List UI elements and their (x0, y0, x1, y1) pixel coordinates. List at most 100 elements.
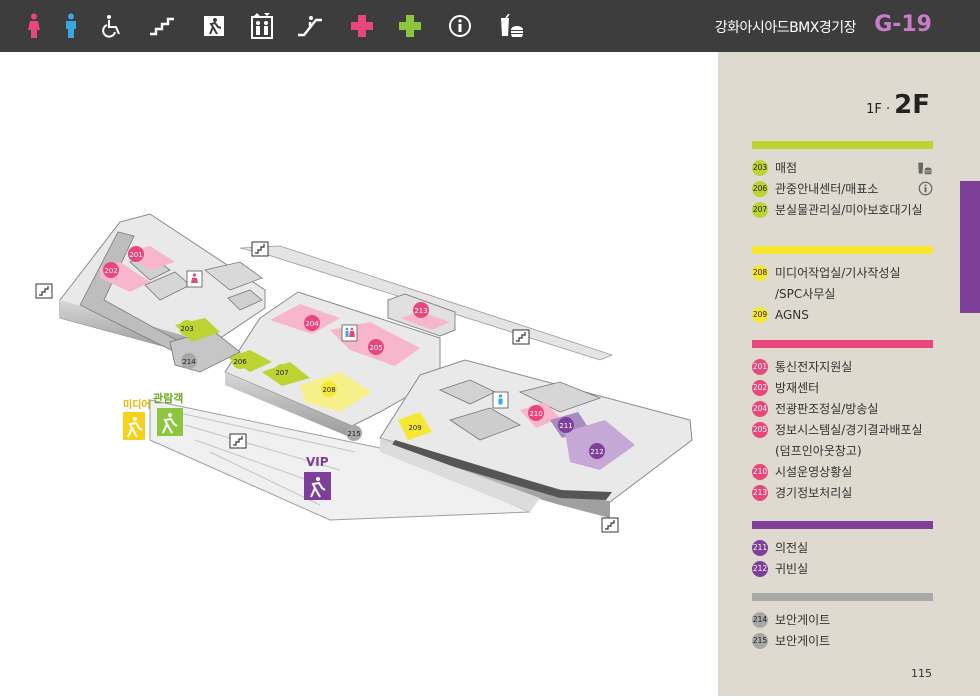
legend-bar-pink (752, 340, 933, 348)
media-entrance-label: 미디어 (123, 398, 151, 411)
legend-num: 206 (752, 180, 768, 197)
room-marker-210[interactable]: 210 (528, 405, 544, 421)
female-restroom-map-icon (186, 270, 203, 288)
female-restroom-icon (20, 12, 48, 40)
legend-num: 211 (752, 539, 768, 556)
legend-item-213: 213 경기정보처리실 (752, 482, 933, 503)
legend-group-gray: 214 보안게이트 215 보안게이트 (752, 593, 933, 651)
legend-num: 208 (752, 264, 768, 281)
legend-item-208: 208 미디어작업실/기사작성실 (752, 262, 933, 283)
room-marker-212[interactable]: 212 (589, 443, 605, 459)
vip-entrance-label: VIP (306, 455, 329, 469)
svg-text:213: 213 (414, 307, 427, 315)
svg-text:207: 207 (275, 369, 288, 377)
section-tab[interactable] (960, 181, 980, 313)
svg-text:211: 211 (559, 422, 572, 430)
room-marker-201[interactable]: 201 (128, 246, 144, 262)
floor-2-current: 2F (894, 90, 930, 120)
room-marker-209[interactable]: 209 (407, 419, 423, 435)
svg-text:214: 214 (182, 358, 196, 366)
spectator-entrance-icon (157, 408, 183, 436)
svg-text:203: 203 (180, 325, 193, 333)
stairs-marker (229, 433, 247, 449)
legend-bar-yellow (752, 246, 933, 254)
legend-num: 212 (752, 560, 768, 577)
wheelchair-icon (98, 12, 126, 40)
svg-text:209: 209 (408, 424, 421, 432)
room-marker-214[interactable]: 214 (181, 353, 197, 369)
room-marker-208[interactable]: 208 (321, 381, 337, 397)
room-204[interactable] (270, 304, 340, 334)
legend-label: 시설운영상황실 (775, 465, 853, 479)
legend-item-215: 215 보안게이트 (752, 630, 933, 651)
room-marker-205[interactable]: 205 (368, 339, 384, 355)
legend-num: 201 (752, 358, 768, 375)
room-marker-203[interactable]: 203 (179, 320, 195, 336)
food-drink-icon (498, 12, 526, 40)
page-number: 115 (911, 667, 932, 680)
floor-map: 201 202 203 204 205 206 207 208 209 210 … (0, 52, 718, 696)
legend-item-201: 201 통신전자지원실 (752, 356, 933, 377)
room-marker-211[interactable]: 211 (558, 417, 574, 433)
legend-num: 205 (752, 421, 768, 438)
svg-text:208: 208 (322, 386, 335, 394)
legend-num: 203 (752, 159, 768, 176)
legend-bar-purple (752, 521, 933, 529)
first-aid-pink-icon (348, 12, 376, 40)
floor-indicator: 1F ·2F (866, 90, 930, 120)
legend-group-purple: 211 의전실 212 귀빈실 (752, 521, 933, 579)
spectator-stand (149, 399, 540, 521)
room-marker-215[interactable]: 215 (346, 425, 362, 441)
top-bar: 강화아시아드BMX경기장 G-19 (0, 0, 980, 52)
legend-num: 209 (752, 306, 768, 323)
legend-group-pink: 201 통신전자지원실 202 방재센터 204 전광판조정실/방송실 205 … (752, 340, 933, 503)
stairs-marker (601, 517, 619, 533)
legend-item-212: 212 귀빈실 (752, 558, 933, 579)
room-marker-213[interactable]: 213 (413, 302, 429, 318)
legend-label: 의전실 (775, 541, 809, 555)
spectator-entrance-label: 관람객 (153, 391, 183, 405)
left-building (59, 213, 266, 353)
legend-label: (덤프인아웃창고) (775, 444, 862, 458)
restroom-map-icon (341, 324, 358, 342)
stairs-marker (251, 241, 269, 257)
legend-num: 210 (752, 463, 768, 480)
legend-item-207: 207 분실물관리실/미아보호대기실 (752, 199, 933, 220)
elevator-icon (248, 12, 276, 40)
legend-label: 방재센터 (775, 381, 820, 395)
legend-num: 215 (752, 632, 768, 649)
legend-item-211: 211 의전실 (752, 537, 933, 558)
legend-num (752, 443, 768, 459)
room-213[interactable] (400, 312, 450, 330)
room-marker-202[interactable]: 202 (103, 262, 119, 278)
room-marker-207[interactable]: 207 (274, 364, 290, 380)
legend-num: 204 (752, 400, 768, 417)
information-icon (918, 181, 933, 199)
room-marker-204[interactable]: 204 (304, 315, 320, 331)
legend-item-206: 206 관중안내센터/매표소 (752, 178, 933, 199)
legend-item-209: 209 AGNS (752, 304, 933, 325)
food-drink-icon (917, 160, 933, 178)
stairs-marker (512, 329, 530, 345)
male-restroom-map-icon (492, 391, 509, 409)
legend-label: 매점 (775, 161, 798, 175)
floor-1-link[interactable]: 1F · (866, 102, 891, 117)
legend-item-202: 202 방재센터 (752, 377, 933, 398)
svg-text:215: 215 (347, 430, 360, 438)
venue-code: G-19 (874, 12, 932, 37)
legend-group-green: 203 매점 206 관중안내센터/매표소 207 분실물관리실/미아보호대기실 (752, 141, 933, 220)
legend-label: 관중안내센터/매표소 (775, 182, 879, 196)
legend-item-204: 204 전광판조정실/방송실 (752, 398, 933, 419)
legend-label: 경기정보처리실 (775, 486, 853, 500)
male-restroom-icon (57, 12, 85, 40)
svg-text:206: 206 (233, 358, 247, 366)
room-marker-206[interactable]: 206 (232, 353, 248, 369)
middle-building (169, 291, 456, 438)
svg-text:204: 204 (305, 320, 319, 328)
svg-text:205: 205 (369, 344, 382, 352)
legend-group-yellow: 208 미디어작업실/기사작성실 /SPC사무실 209 AGNS (752, 246, 933, 325)
legend-item-205-cont: (덤프인아웃창고) (752, 440, 933, 461)
legend-label: 미디어작업실/기사작성실 (775, 266, 901, 280)
legend-label: 보안게이트 (775, 613, 831, 627)
legend-label: 통신전자지원실 (775, 360, 853, 374)
